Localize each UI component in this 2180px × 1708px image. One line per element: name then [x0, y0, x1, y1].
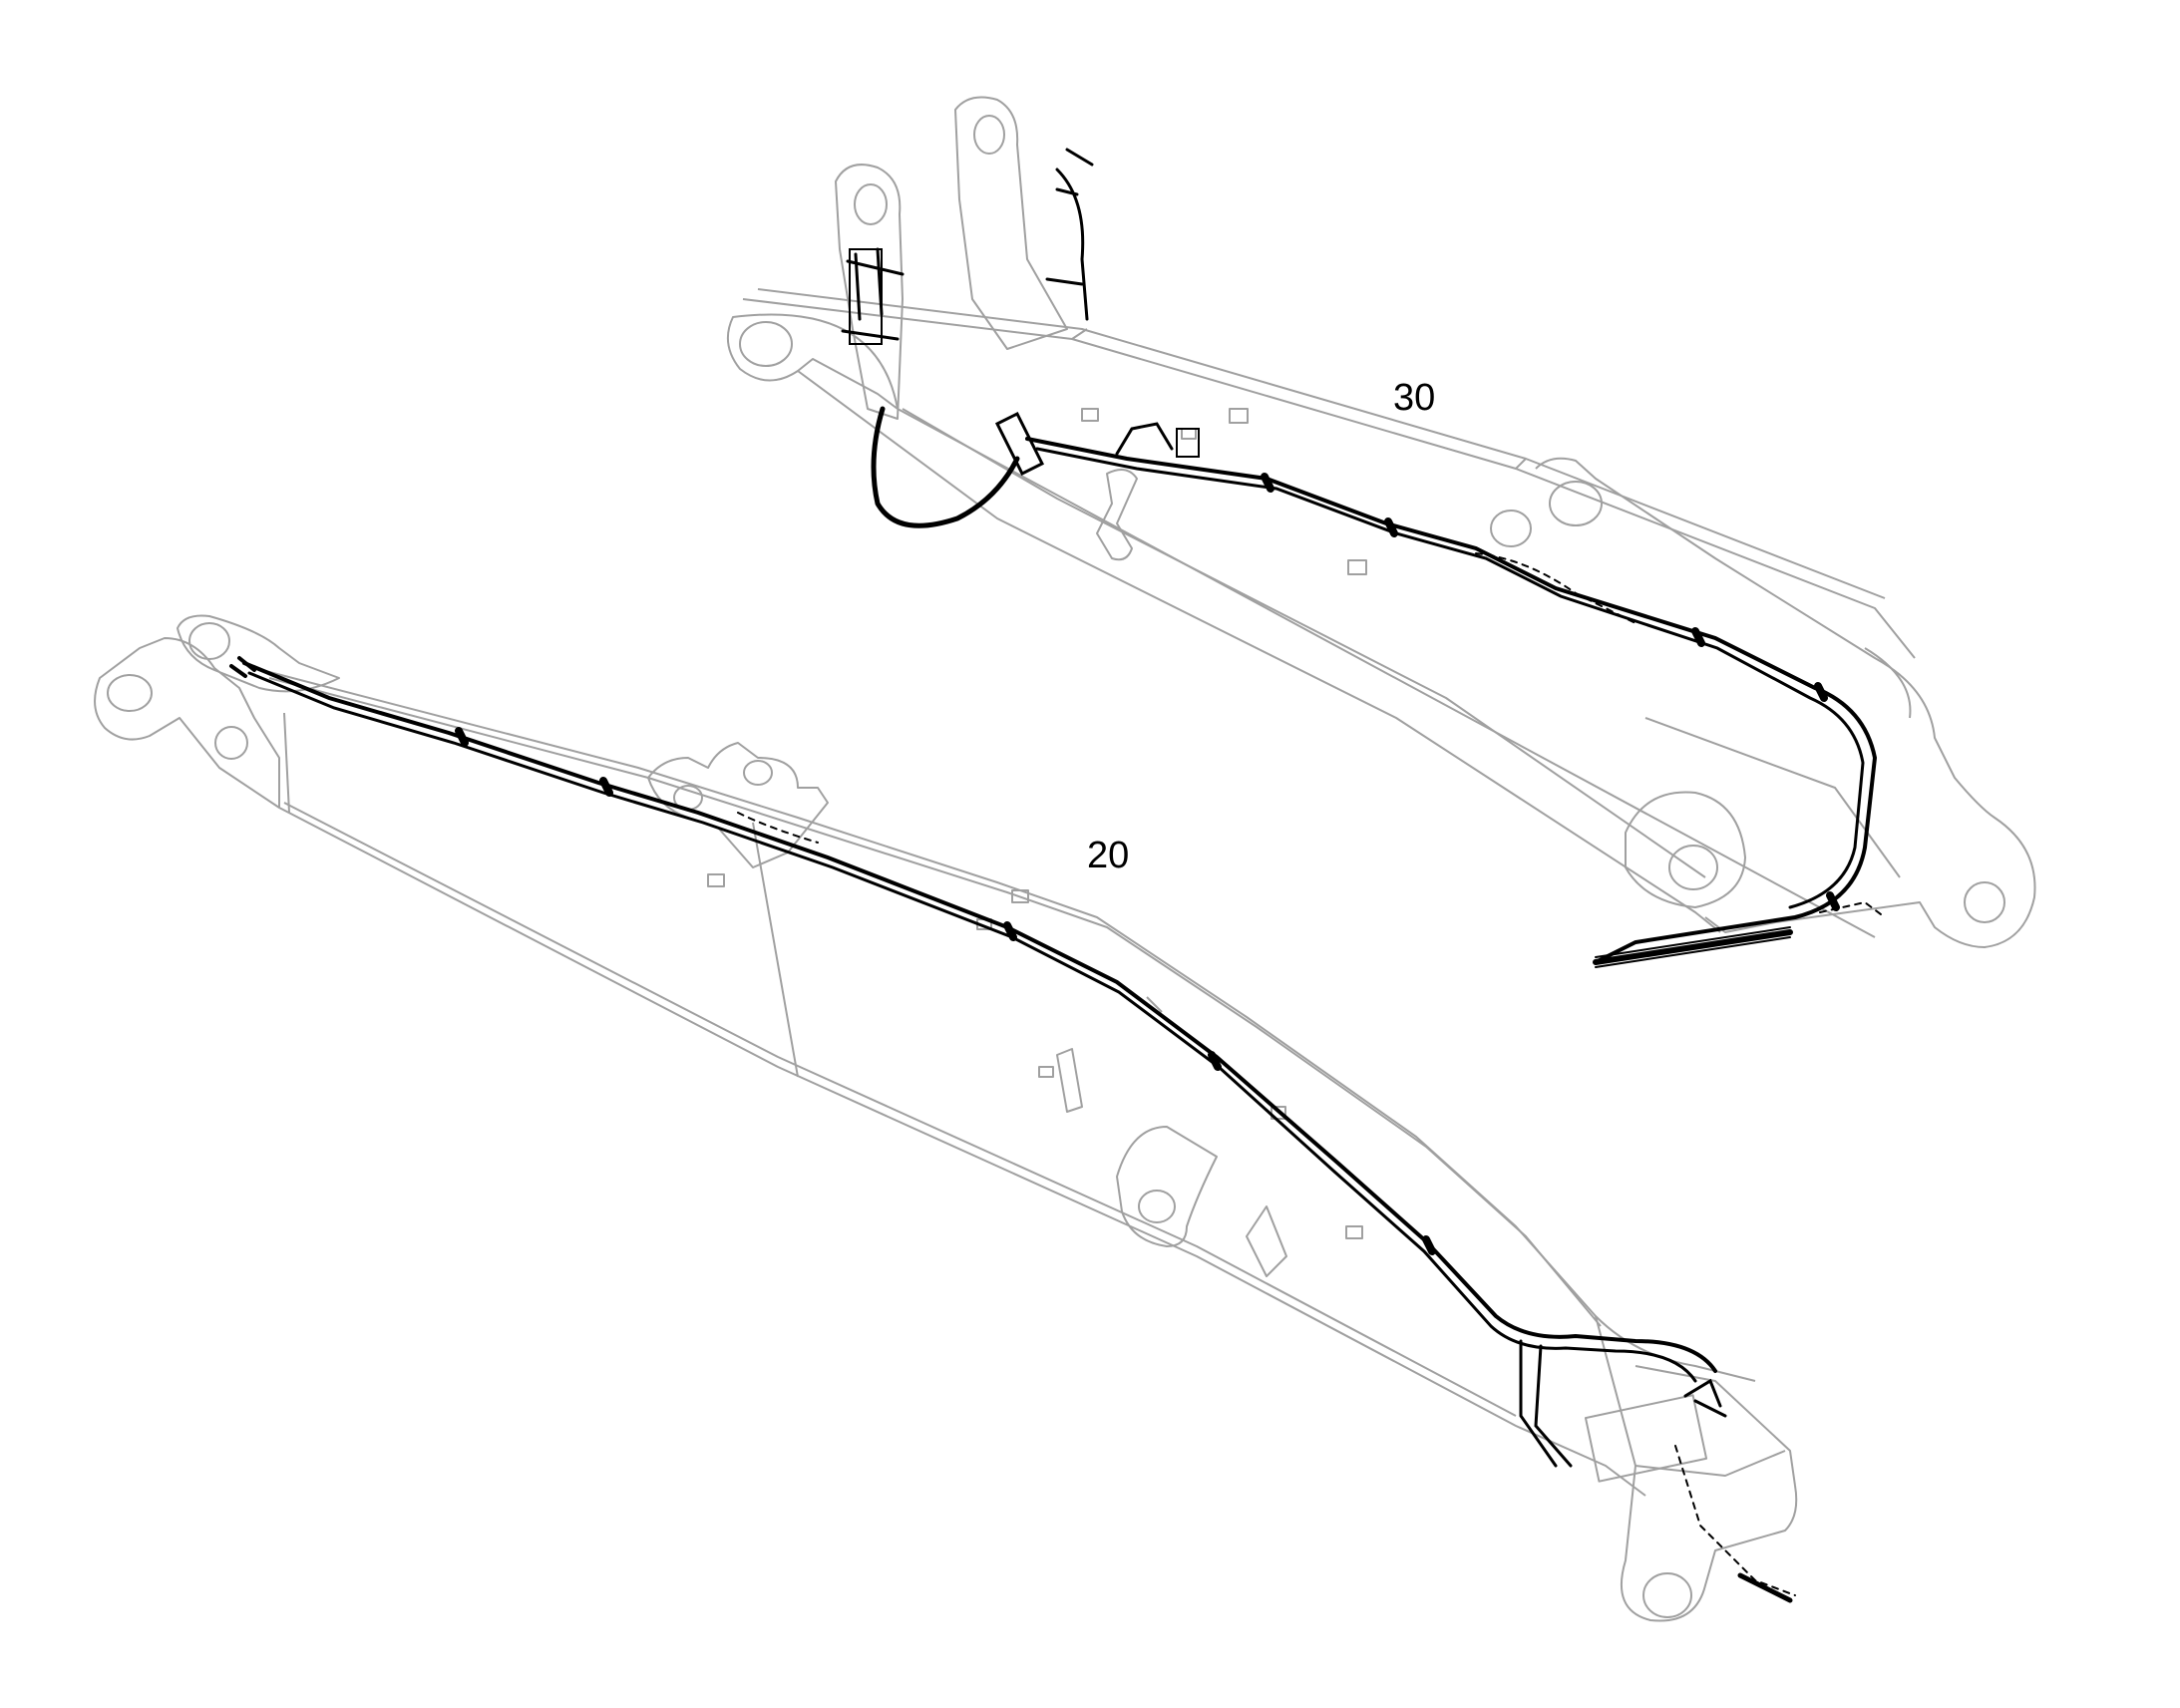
label-lower-assembly: 20	[1087, 835, 1129, 876]
arm-main-hose-a	[242, 661, 1717, 1373]
arm-mounting-plate	[1584, 1394, 1708, 1483]
boom-output-pipe	[1593, 929, 1793, 965]
arm-nose-pin-hole	[107, 674, 153, 712]
arm-top-chord	[253, 667, 1756, 1382]
boom-left-bracket	[835, 164, 904, 420]
boom-top-plate	[742, 298, 1916, 659]
boom-main-hose-a	[1025, 437, 1878, 964]
arm-top-nose	[177, 614, 340, 693]
boom-main-hose-b	[1035, 447, 1865, 909]
boom-tip-pin-hole-a	[1549, 481, 1603, 526]
boom-tip-pin-hole-b	[1490, 510, 1532, 547]
boom-foot-boss	[726, 313, 899, 410]
boom-cylinder-boss	[1625, 791, 1746, 908]
boom-loop-hose	[871, 406, 1020, 528]
arm-web-slot	[1056, 1048, 1083, 1113]
arm-bottom-chord	[278, 807, 1646, 1497]
boom-tip-pin-hole-c	[1964, 881, 2005, 923]
arm-cylinder-boss	[1116, 1126, 1218, 1247]
boom-foot-pin-hole	[739, 321, 793, 367]
arm-hoses	[229, 656, 1796, 1603]
boom-assembly	[726, 96, 2036, 948]
arm-assembly	[94, 614, 1798, 1622]
arm-tip-pin-hole	[1642, 1572, 1692, 1618]
boom-right-bracket	[954, 96, 1068, 350]
boom-bottom-chord	[797, 370, 1721, 933]
label-upper-assembly: 30	[1393, 377, 1435, 419]
boom-tip-head	[1535, 457, 2036, 948]
boom-left-bracket-hole	[854, 183, 888, 225]
arm-nose-boss	[214, 726, 248, 760]
arm-main-hose-b	[247, 671, 1697, 1383]
boom-hoses	[841, 148, 1886, 968]
boom-link-plate	[1096, 469, 1138, 561]
boom-right-bracket-hole	[973, 115, 1005, 155]
arm-nose	[94, 637, 280, 809]
arm-tip-head	[1595, 1315, 1798, 1622]
arm-web-lug	[1246, 1205, 1287, 1277]
